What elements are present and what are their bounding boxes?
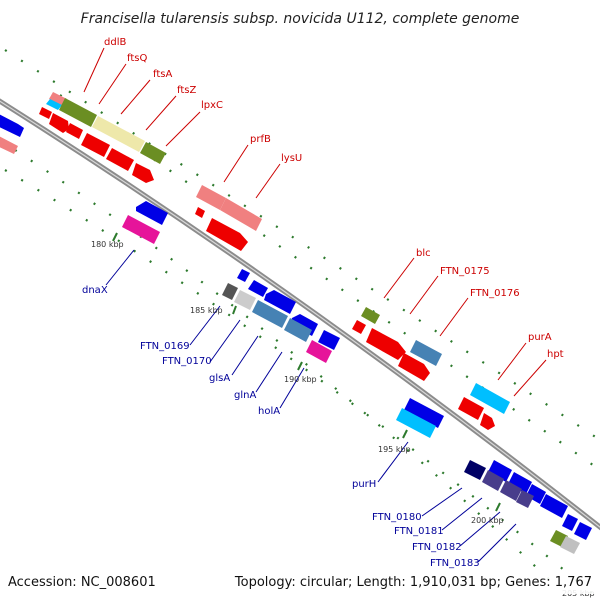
gene-red-hpt2	[480, 413, 495, 430]
label-dnaX: dnaX	[82, 285, 108, 296]
label-lpxC: lpxC	[201, 100, 223, 111]
gene-prfB	[196, 185, 226, 210]
gene-left-pink	[0, 136, 18, 154]
map-title: Francisella tularensis subsp. novicida U…	[81, 11, 520, 27]
gene-holA	[306, 340, 332, 363]
gene-red-3	[66, 123, 83, 139]
guide-dots	[4, 49, 600, 600]
gene-left-blue	[0, 114, 24, 137]
label-FTN_0175: FTN_0175	[440, 266, 490, 277]
gene-red-0175b	[398, 353, 430, 381]
label-FTN_0169: FTN_0169	[140, 341, 190, 352]
accession-text: Accession: NC_008601	[8, 575, 156, 590]
gene-red-prfB	[195, 207, 205, 218]
gene-red-lysU	[206, 218, 248, 251]
gene-blue-i	[540, 494, 568, 518]
gene-purA	[470, 383, 510, 414]
gene-blue-c	[264, 290, 296, 314]
label-hpt: hpt	[547, 349, 564, 360]
tick-180: 180 kbp	[91, 240, 124, 249]
gene-lysU	[220, 198, 262, 231]
label-FTN_0181: FTN_0181	[394, 526, 444, 537]
gene-FTN_0170	[234, 290, 256, 310]
gene-blue-f	[488, 460, 512, 482]
gene-purH	[396, 408, 436, 438]
gene-red-5	[106, 148, 134, 171]
label-blc: blc	[416, 248, 431, 259]
gene-blue-g	[508, 472, 532, 494]
gene-ftsA	[92, 116, 145, 152]
label-glsA: glsA	[209, 373, 230, 384]
tick-190: 190 kbp	[284, 375, 317, 384]
tick-185: 185 kbp	[190, 306, 223, 315]
gene-FTN_0180	[464, 460, 486, 480]
gene-dnaX-pink	[122, 215, 160, 244]
gene-purH-blue	[404, 398, 444, 428]
label-FTN_0170: FTN_0170	[162, 356, 212, 367]
tick-marks	[112, 232, 501, 512]
label-FTN_0182: FTN_0182	[412, 542, 462, 553]
gene-blc	[361, 307, 380, 324]
gene-ftsZ	[140, 142, 166, 164]
tick-200: 200 kbp	[471, 516, 504, 525]
gene-blue-b	[248, 280, 268, 297]
gene-red-4	[81, 133, 110, 157]
gene-FTN_0175	[366, 328, 406, 360]
gene-ddlB-top	[49, 92, 67, 106]
label-ftsQ: ftsQ	[127, 53, 147, 64]
gene-blue-j	[562, 514, 578, 531]
label-purH: purH	[352, 479, 376, 490]
reverse-leaders	[105, 249, 517, 563]
gene-red-blc	[352, 320, 366, 334]
label-prfB: prfB	[250, 134, 271, 145]
gene-glsA	[252, 300, 288, 328]
forward-genes	[0, 92, 510, 430]
gene-FTN_0169	[222, 283, 238, 300]
gene-red-2	[49, 113, 69, 133]
label-glnA: glnA	[234, 390, 256, 401]
label-FTN_0180: FTN_0180	[372, 512, 422, 523]
label-FTN_0176: FTN_0176	[470, 288, 520, 299]
gene-ftsQ	[59, 98, 97, 127]
gene-FTN_0181	[482, 470, 504, 491]
forward-leaders	[83, 47, 547, 397]
gene-blue-h	[526, 484, 546, 504]
gene-blue-e	[318, 330, 340, 350]
label-purA: purA	[528, 332, 552, 343]
genome-summary: Topology: circular; Length: 1,910,031 bp…	[234, 575, 592, 590]
gene-red-1	[39, 107, 52, 119]
gene-hpt	[458, 397, 484, 420]
gene-FTN_0182	[500, 480, 522, 501]
gene-dnaX-blue	[136, 201, 168, 225]
gene-cyan-small	[46, 99, 62, 110]
label-ftsA: ftsA	[153, 69, 172, 80]
label-FTN_0183: FTN_0183	[430, 558, 480, 569]
label-ddlB: ddlB	[104, 37, 126, 48]
tick-195: 195 kbp	[378, 445, 411, 454]
gene-glnA	[284, 318, 312, 342]
label-ftsZ: ftsZ	[177, 85, 196, 96]
gene-FTN_0183	[516, 490, 534, 508]
label-lysU: lysU	[281, 153, 302, 164]
gene-gray-end	[560, 536, 580, 554]
label-holA: holA	[258, 406, 280, 417]
gene-red-6	[132, 163, 154, 183]
reverse-genes	[122, 201, 592, 554]
gene-blue-k	[574, 522, 592, 540]
gene-FTN_0176	[410, 340, 442, 366]
gene-blue-a	[237, 269, 250, 282]
